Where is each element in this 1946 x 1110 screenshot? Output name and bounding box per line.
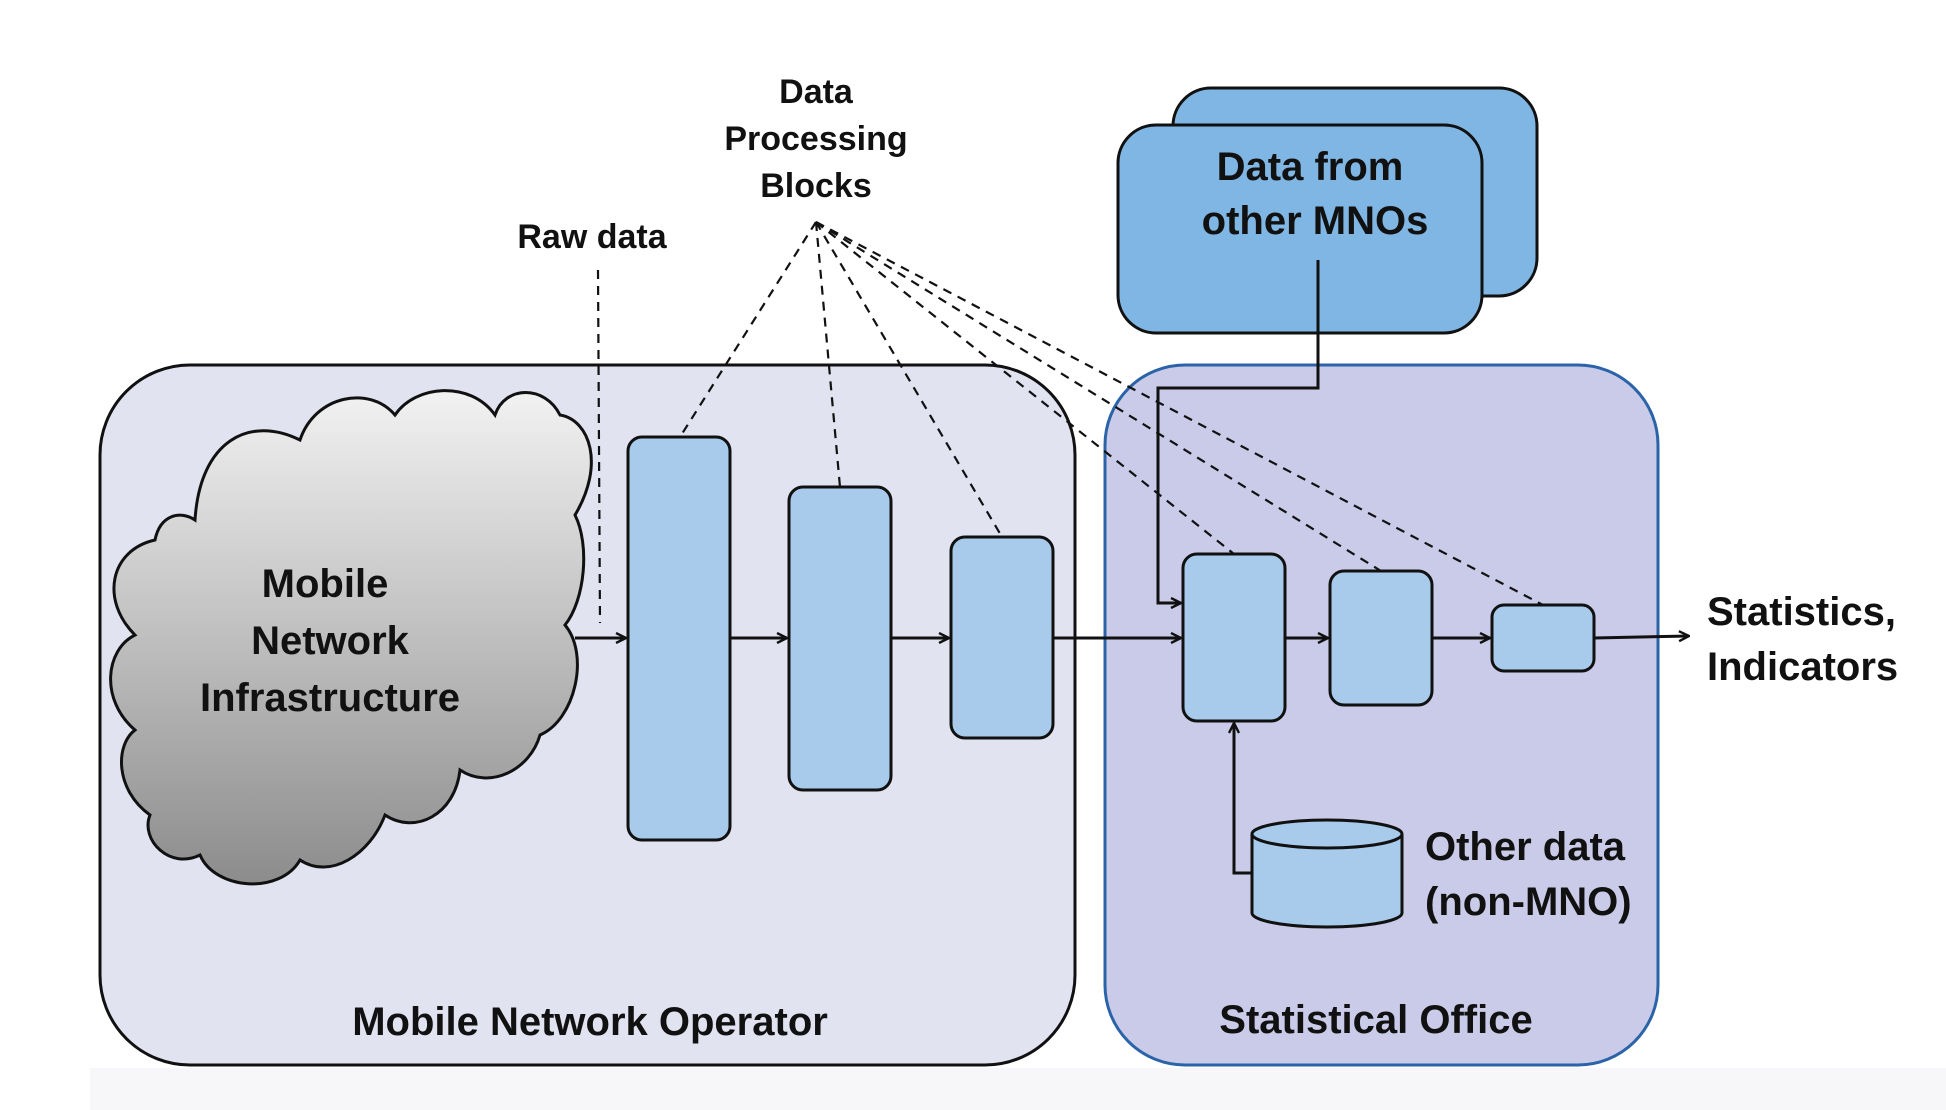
- processing-block-6: [1490, 603, 1596, 673]
- other-data-label-line-1: Other data: [1425, 825, 1626, 869]
- network-infrastructure-label-line-3: Infrastructure: [200, 676, 460, 720]
- processing-block-4: [1181, 552, 1287, 723]
- data-processing-blocks-label-line-1: Data: [779, 73, 854, 111]
- statistical-office-label: Statistical Office: [1219, 998, 1532, 1042]
- other-mnos-label-line-2: other MNOs: [1202, 199, 1429, 243]
- statistics-indicators-label-line-2: Indicators: [1707, 645, 1898, 689]
- data-processing-blocks-label-line-2: Processing: [724, 120, 907, 158]
- raw-data-label: Raw data: [517, 218, 667, 256]
- processing-block-3: [949, 535, 1055, 740]
- mobile-network-operator-label: Mobile Network Operator: [352, 1000, 828, 1044]
- bottom-band: [90, 1068, 1946, 1110]
- processing-block-1: [626, 435, 732, 842]
- network-infrastructure-label-line-1: Mobile: [262, 562, 389, 606]
- network-cloud-shape: [109, 389, 593, 886]
- other-mnos-label-line-1: Data from: [1217, 145, 1404, 189]
- statistical-office-panel: [1103, 363, 1660, 1067]
- flow-arrows: [575, 260, 1689, 875]
- other-mnos-card-front: [1116, 123, 1484, 335]
- processing-block-2: [787, 485, 893, 792]
- statistics-indicators-label-line-1: Statistics,: [1707, 590, 1896, 634]
- other-data-label-line-2: (non-MNO): [1425, 880, 1632, 924]
- data-processing-blocks-label-line-3: Blocks: [760, 167, 872, 205]
- network-infrastructure-label-line-2: Network: [251, 619, 410, 663]
- processing-block-5: [1328, 569, 1434, 707]
- other-data-database-icon: [1250, 818, 1404, 929]
- dashed-pointer-lines: [596, 221, 1544, 624]
